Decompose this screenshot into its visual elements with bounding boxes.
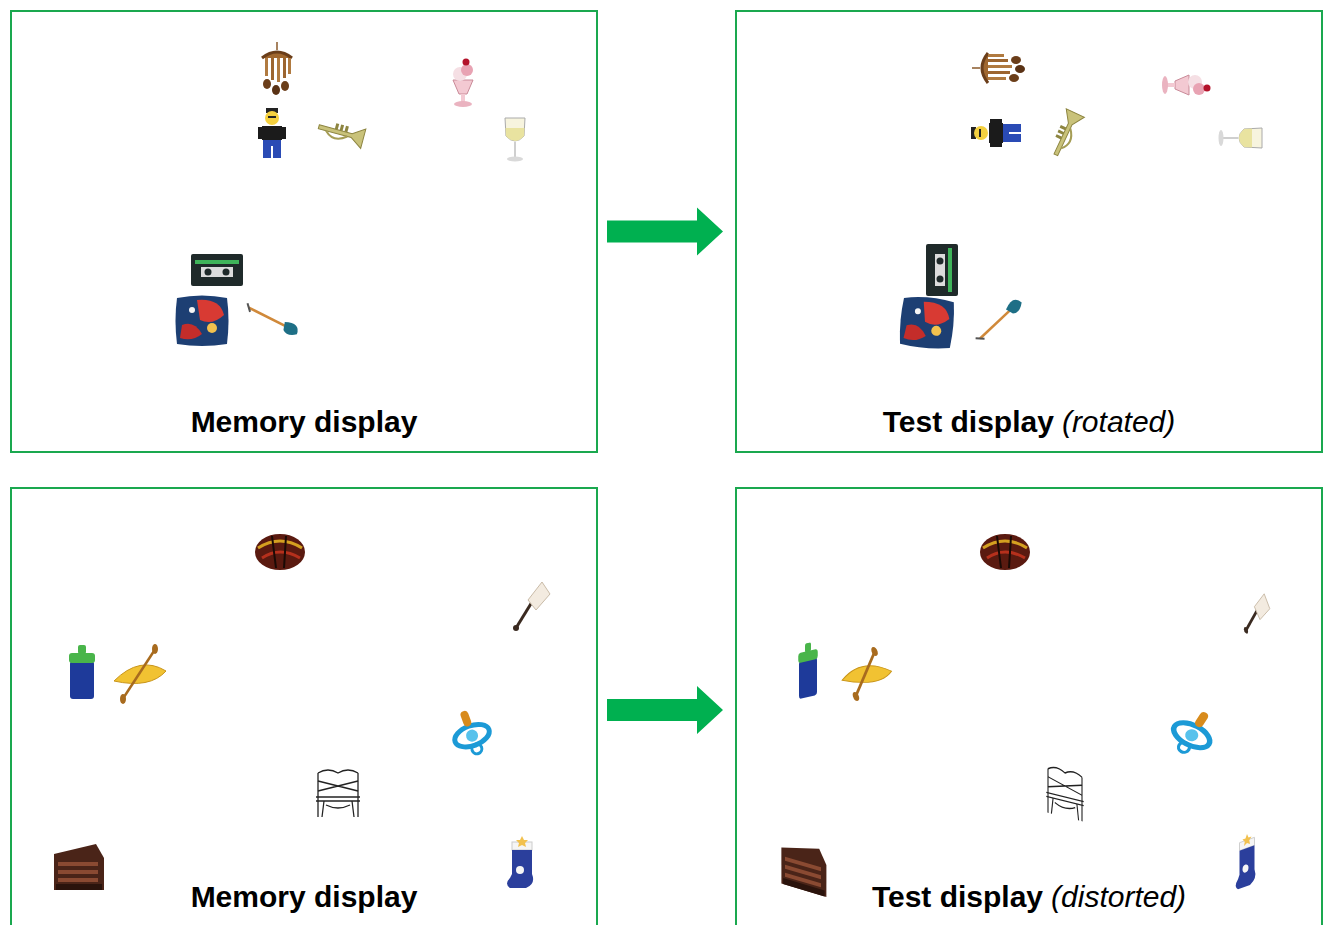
cassette bbox=[191, 254, 243, 286]
kayak bbox=[832, 647, 900, 701]
panel-caption: Test display(rotated) bbox=[737, 405, 1321, 440]
panel-label: Memory display bbox=[191, 880, 418, 915]
lego-figure bbox=[258, 108, 286, 158]
bench bbox=[316, 770, 360, 817]
panel-label: Test display bbox=[883, 405, 1054, 440]
helmet bbox=[980, 534, 1030, 570]
sippy-cup bbox=[69, 645, 95, 699]
helmet bbox=[255, 534, 305, 570]
panel-caption: Memory display bbox=[12, 405, 596, 440]
kayak bbox=[114, 644, 166, 704]
wind-chime bbox=[972, 53, 1025, 83]
shovel bbox=[243, 303, 300, 336]
trumpet bbox=[1047, 109, 1085, 159]
sippy-cup bbox=[798, 641, 818, 700]
wine-glass bbox=[505, 118, 525, 162]
cash-register bbox=[54, 844, 104, 890]
panel-caption: Memory display bbox=[12, 880, 596, 915]
stocking bbox=[1236, 831, 1256, 890]
display-panel: Memory display bbox=[10, 10, 598, 453]
panel-label: (distorted) bbox=[1051, 880, 1186, 915]
shovel bbox=[976, 291, 1024, 350]
pillow bbox=[898, 295, 955, 350]
wine-glass bbox=[1219, 128, 1263, 148]
panel-caption: Test display(distorted) bbox=[737, 880, 1321, 915]
trumpet bbox=[316, 117, 366, 148]
wind-chime bbox=[262, 42, 292, 95]
display-panel: Test display(rotated) bbox=[735, 10, 1323, 453]
display-panel: Memory display bbox=[10, 487, 598, 925]
block-arrow bbox=[607, 208, 723, 256]
pillow bbox=[176, 296, 229, 347]
bench bbox=[1046, 765, 1083, 821]
fly-swatter bbox=[513, 582, 550, 631]
fly-swatter bbox=[1244, 583, 1270, 645]
stocking bbox=[507, 836, 533, 888]
pacifier bbox=[1164, 704, 1223, 761]
lego-figure bbox=[971, 119, 1021, 147]
cash-register bbox=[781, 838, 826, 897]
panel-label: Memory display bbox=[191, 405, 418, 440]
panel-label: (rotated) bbox=[1062, 405, 1175, 440]
sundae bbox=[453, 59, 473, 108]
display-panel: Test display(distorted) bbox=[735, 487, 1323, 925]
cassette bbox=[926, 244, 958, 296]
sundae bbox=[1162, 75, 1211, 95]
panel-label: Test display bbox=[872, 880, 1043, 915]
pacifier bbox=[446, 705, 495, 760]
block-arrow bbox=[607, 686, 723, 734]
